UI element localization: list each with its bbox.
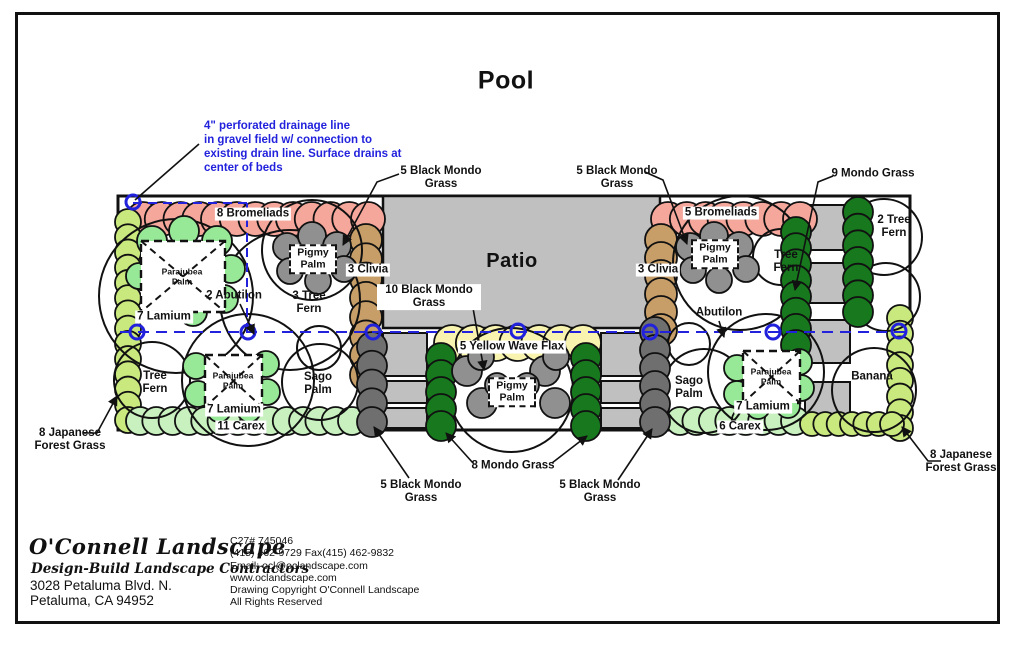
label-carex-11: 11 Carex xyxy=(215,420,267,434)
label-bromeliads-right: 5 Bromeliads xyxy=(682,206,760,220)
surface-drain xyxy=(509,322,527,340)
surface-drain xyxy=(764,323,782,341)
annotation-line: 4" perforated drainage line xyxy=(204,120,351,132)
label-clivia-left: 3 Clivia xyxy=(345,263,391,277)
label-tree-fern-right: Tree Fern xyxy=(773,249,799,274)
drainage-annotation: 4" perforated drainage line in gravel fi… xyxy=(204,119,404,175)
label-sago-right: Sago Palm xyxy=(674,375,704,400)
label-black-mondo-top-right: 5 Black Mondo Grass xyxy=(576,165,658,190)
label-lamium-right: 7 Lamium xyxy=(734,400,792,414)
label-black-mondo-top-left: 5 Black Mondo Grass xyxy=(400,165,482,190)
label-parajubea-upper-left: Parajubea Palm xyxy=(161,266,203,286)
label-mondo-grass-9: 9 Mondo Grass xyxy=(831,167,915,180)
label-black-mondo-bottom-left: 5 Black Mondo Grass xyxy=(380,479,462,504)
annotation-line: in gravel field w/ connection to xyxy=(204,134,373,146)
label-parajubea-lower-left: Parajubea Palm xyxy=(212,370,254,390)
label-clivia-right: 3 Clivia xyxy=(635,263,681,277)
label-parajubea-right: Parajubea Palm xyxy=(750,366,792,386)
company-name: O'Connell Landscape xyxy=(29,534,286,559)
license-number: C27# 745046 xyxy=(230,535,294,547)
label-sago-left: Sago Palm xyxy=(303,371,333,396)
label-abutilon-2: 2 Abutilon xyxy=(206,289,262,302)
label-mondo-grass-8: 8 Mondo Grass xyxy=(471,459,555,472)
surface-drain xyxy=(890,322,908,340)
email: Email: ocl@oclandscape.com xyxy=(230,559,368,572)
rights: All Rights Reserved xyxy=(230,596,323,609)
copyright: Drawing Copyright O'Connell Landscape xyxy=(230,584,420,597)
label-black-mondo-10: 10 Black Mondo Grass xyxy=(377,284,481,310)
label-bromeliads-left: 8 Bromeliads xyxy=(214,207,292,221)
label-japanese-forest-grass-right: 8 Japanese Forest Grass xyxy=(925,449,997,474)
address-line-1: 3028 Petaluma Blvd. N. xyxy=(30,578,172,593)
label-banana: Banana xyxy=(851,370,893,383)
surface-drain xyxy=(124,193,142,211)
label-lamium-upper-left: 7 Lamium xyxy=(135,310,193,324)
license-block: C27# 745046 (415) 462-9729 Fax(415) 462-… xyxy=(230,535,419,609)
band-mondo-col-center-left xyxy=(425,342,457,442)
phone-fax: (415) 462-9729 Fax(415) 462-9832 xyxy=(230,547,395,560)
website: www.oclandscape.com xyxy=(230,571,337,584)
label-carex-6: 6 Carex xyxy=(717,420,763,434)
parajubea-boxes xyxy=(139,239,802,409)
surface-drain xyxy=(641,323,659,341)
label-abutilon-right: Abutilon xyxy=(695,306,743,319)
label-yellow-wave-flax: 5 Yellow Wave Flax xyxy=(457,340,567,354)
surface-drain xyxy=(364,323,382,341)
label-patio: Patio xyxy=(486,249,538,272)
label-pigmy-palm-center: Pigmy Palm xyxy=(488,377,536,407)
label-lamium-lower-left: 7 Lamium xyxy=(205,403,263,417)
blobs-black-mondo-around-pigmy-right xyxy=(675,221,760,294)
company-tagline: Design-Build Landscape Contractors xyxy=(31,561,310,577)
band-mondo-col-center-right xyxy=(570,342,602,442)
label-pigmy-palm-left: Pigmy Palm xyxy=(289,244,337,274)
annotation-line: existing drain line. Surface drains at xyxy=(204,148,402,160)
label-japanese-forest-grass-left: 8 Japanese Forest Grass xyxy=(34,427,106,452)
page-border-frame xyxy=(15,12,1000,624)
plan-title: Pool xyxy=(477,66,535,95)
band-mondo-grass-9-a xyxy=(780,216,812,361)
label-tree-fern-left: Tree Fern xyxy=(142,370,168,395)
label-pigmy-palm-right: Pigmy Palm xyxy=(691,239,739,269)
label-tree-fern-2: 2 Tree Fern xyxy=(877,214,911,239)
surface-drain xyxy=(128,323,146,341)
address-line-2: Petaluma, CA 94952 xyxy=(30,593,154,608)
band-forest-grass-corner xyxy=(799,411,905,437)
band-mondo-grass-9-b xyxy=(842,196,874,328)
label-tree-fern-3: 3 Tree Fern xyxy=(292,290,326,315)
annotation-line: center of beds xyxy=(204,162,283,174)
band-black-mondo-col-left xyxy=(356,331,388,438)
label-black-mondo-bottom-right: 5 Black Mondo Grass xyxy=(559,479,641,504)
